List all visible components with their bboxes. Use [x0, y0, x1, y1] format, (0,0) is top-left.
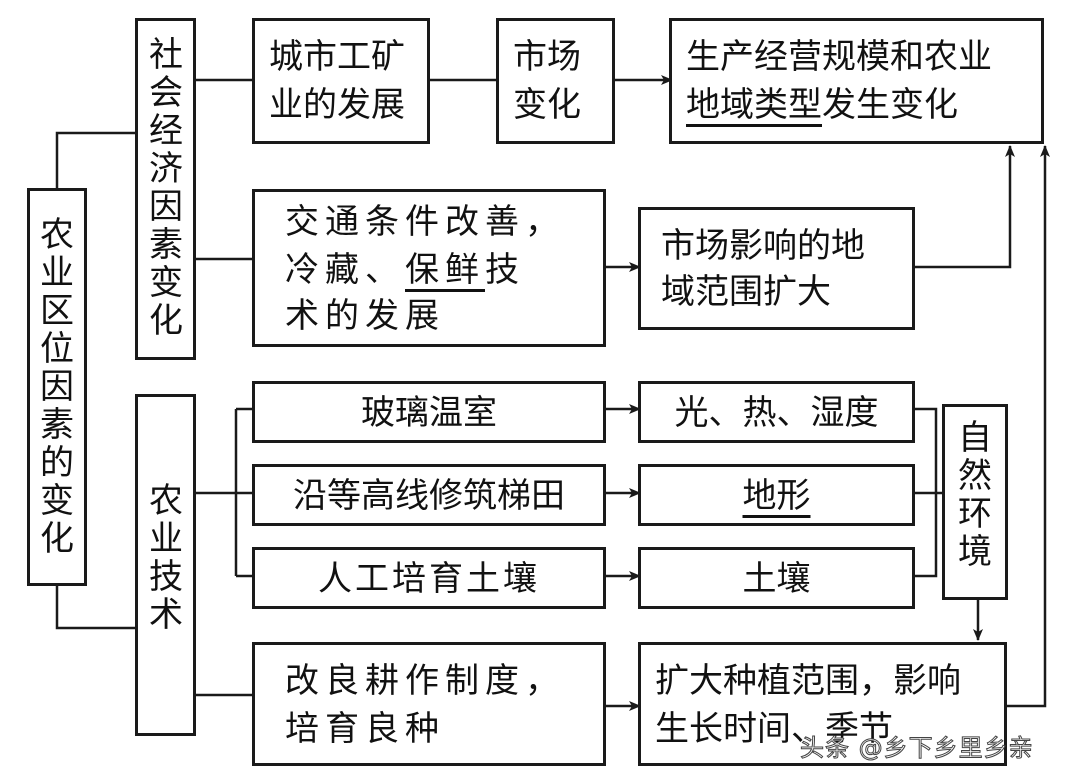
expand-planting-line2: 生长时间、季节: [655, 709, 893, 749]
soil-label: 土壤: [742, 559, 811, 599]
farming-system-line2: 培育良种: [285, 709, 445, 749]
soil-improvement-label: 人工培育土壤: [318, 559, 540, 599]
expand-planting-box: 扩大种植范围，影响 生长时间、季节: [638, 642, 1007, 766]
transport-line1: 交通条件改善，: [285, 202, 565, 242]
natural-env-label: 自然环境: [958, 418, 992, 572]
market-scope-line1: 市场影响的地: [661, 226, 865, 266]
light-heat-label: 光、热、湿度: [674, 393, 879, 433]
line-root-to-tech: [55, 585, 138, 630]
market-change-line2: 变化: [513, 85, 581, 125]
arrow-scope-to-result: [913, 145, 1015, 269]
terrain-label: 地形: [742, 476, 811, 516]
result-underlined: 地域类型: [686, 85, 822, 125]
terrain-box: 地形: [638, 464, 915, 526]
technology-label: 农业技术: [149, 481, 183, 635]
market-change-line1: 市场: [513, 37, 581, 77]
urban-industry-box: 城市工矿 业的发展: [252, 18, 430, 144]
root-label: 农业区位因素的变化: [40, 215, 74, 559]
result-line2: 地域类型发生变化: [686, 81, 958, 129]
terrace-label: 沿等高线修筑梯田: [293, 476, 565, 516]
soil-improvement-box: 人工培育土壤: [252, 547, 606, 609]
transport-box: 交通条件改善， 冷藏、保鲜技 术的发展: [252, 189, 606, 347]
technology-box: 农业技术: [135, 394, 196, 736]
terrace-box: 沿等高线修筑梯田: [252, 464, 606, 526]
farming-system-box: 改良耕作制度， 培育良种: [252, 642, 606, 766]
urban-industry-line1: 城市工矿: [269, 37, 405, 77]
transport-line3: 术的发展: [285, 296, 445, 336]
transport-line2-post: 技: [485, 250, 525, 290]
natural-env-box: 自然环境: [942, 404, 1008, 600]
arrow-expand-to-result: [1005, 145, 1050, 708]
transport-line2-pre: 冷藏、: [285, 250, 405, 290]
transport-underlined: 保鲜: [405, 250, 485, 290]
light-heat-box: 光、热、湿度: [638, 381, 915, 443]
transport-line2: 冷藏、保鲜技: [285, 246, 525, 294]
socioeconomic-box: 社会经济因素变化: [135, 18, 196, 360]
market-change-box: 市场 变化: [496, 18, 615, 144]
greenhouse-box: 玻璃温室: [252, 381, 606, 443]
market-scope-line2: 域范围扩大: [661, 272, 831, 312]
result-box: 生产经营规模和农业 地域类型发生变化: [669, 18, 1044, 144]
farming-system-line1: 改良耕作制度，: [285, 661, 565, 701]
expand-planting-line1: 扩大种植范围，影响: [655, 661, 961, 701]
socioeconomic-label: 社会经济因素变化: [149, 35, 183, 341]
result-line1: 生产经营规模和农业: [686, 37, 992, 77]
urban-industry-line2: 业的发展: [269, 85, 405, 125]
watermark: 头条 @乡下乡里乡亲: [800, 734, 1034, 763]
root-box: 农业区位因素的变化: [27, 188, 87, 586]
market-scope-box: 市场影响的地 域范围扩大: [638, 207, 915, 330]
result-line2-rest: 发生变化: [822, 85, 958, 125]
line-root-to-socio: [55, 131, 138, 190]
greenhouse-label: 玻璃温室: [361, 393, 497, 433]
soil-box: 土壤: [638, 547, 915, 609]
